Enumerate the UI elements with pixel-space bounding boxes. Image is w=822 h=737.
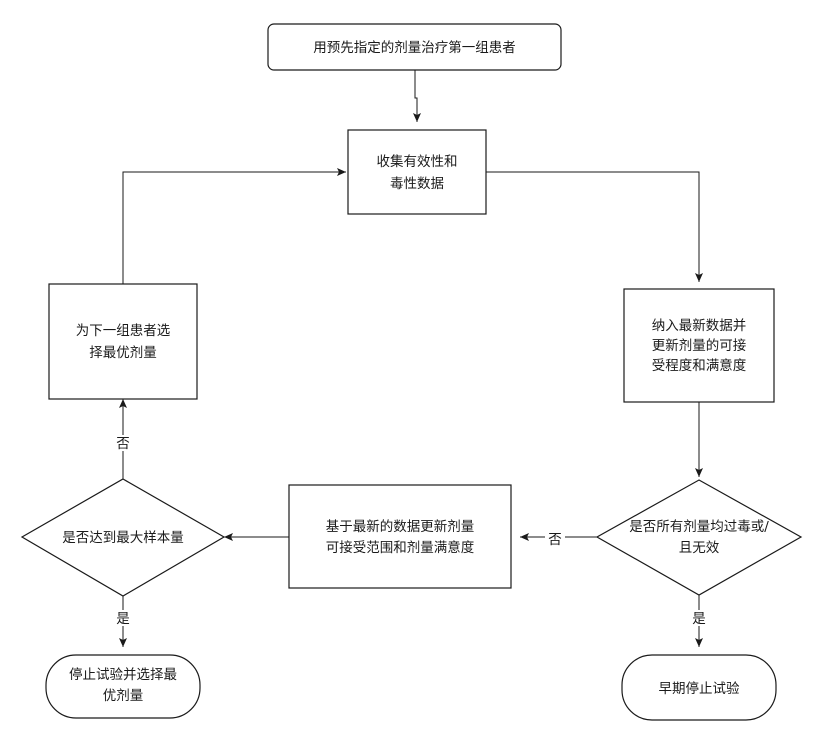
check-toxic-label-1: 是否所有剂量均过毒或/	[629, 519, 769, 535]
edge-select-next-to-collect	[122, 168, 346, 284]
check-max-label: 是否达到最大样本量	[62, 530, 184, 546]
incorporate-data-label-1: 纳入最新数据并	[652, 318, 747, 334]
update-range-label-2: 可接受范围和剂量满意度	[326, 539, 475, 556]
update-range-node: 基于最新的数据更新剂量 可接受范围和剂量满意度	[288, 484, 512, 589]
svg-text:是: 是	[692, 611, 706, 627]
svg-text:是: 是	[116, 611, 130, 627]
check-toxic-decision: 是否所有剂量均过毒或/ 且无效	[595, 479, 803, 596]
early-stop-node: 早期停止试验	[621, 654, 777, 721]
incorporate-data-label-3: 受程度和满意度	[652, 357, 747, 374]
stop-select-label-2: 优剂量	[103, 688, 144, 704]
stop-select-node: 停止试验并选择最 优剂量	[45, 654, 201, 719]
edge-start-to-collect	[413, 70, 421, 122]
incorporate-data-node: 纳入最新数据并 更新剂量的可接 受程度和满意度	[623, 288, 775, 403]
update-range-label-1: 基于最新的数据更新剂量	[326, 518, 475, 535]
start-node: 用预先指定的剂量治疗第一组患者	[267, 23, 562, 71]
select-next-label-1: 为下一组患者选	[76, 323, 171, 339]
edge-label-toxic-yes: 是	[689, 610, 709, 627]
select-next-node: 为下一组患者选 择最优剂量	[48, 283, 198, 400]
start-node-label: 用预先指定的剂量治疗第一组患者	[313, 39, 516, 56]
check-max-decision: 是否达到最大样本量	[20, 478, 226, 597]
svg-text:否: 否	[548, 532, 562, 548]
edge-label-toxic-no: 否	[545, 530, 565, 548]
collect-data-node: 收集有效性和 毒性数据	[347, 129, 487, 215]
edge-collect-to-incorporate	[486, 171, 703, 282]
incorporate-data-label-2: 更新剂量的可接	[652, 337, 747, 354]
stop-select-label-1: 停止试验并选择最	[69, 666, 177, 683]
early-stop-label: 早期停止试验	[659, 680, 740, 697]
edge-label-max-no: 否	[113, 435, 133, 452]
svg-text:否: 否	[116, 436, 130, 452]
edge-label-max-yes: 是	[113, 610, 133, 627]
select-next-label-2: 择最优剂量	[89, 345, 157, 361]
collect-data-label-1: 收集有效性和	[377, 154, 458, 170]
check-toxic-label-2: 且无效	[679, 540, 720, 556]
collect-data-label-2: 毒性数据	[390, 176, 444, 192]
